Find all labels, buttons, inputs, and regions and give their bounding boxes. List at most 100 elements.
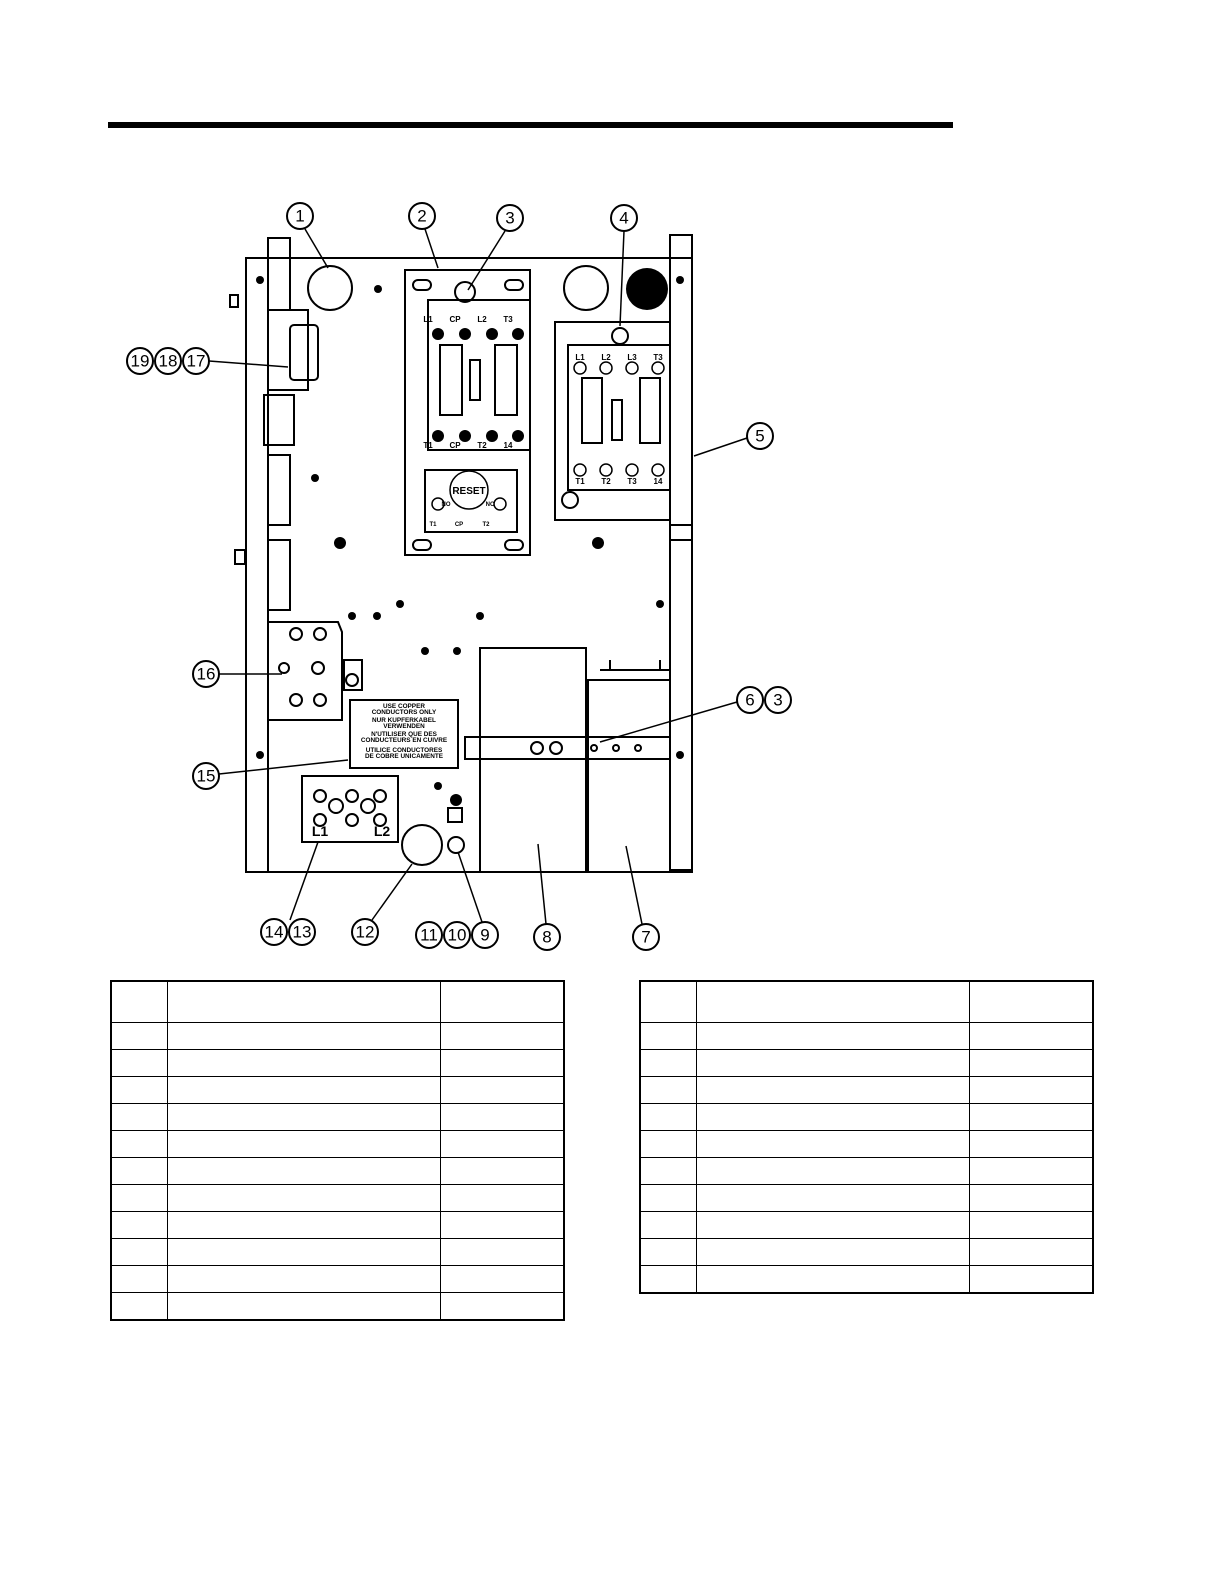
warn-1: CONDUCTORS ONLY (372, 709, 437, 716)
table-cell (695, 1238, 971, 1266)
table-cell (639, 1076, 697, 1104)
table-cell (440, 1130, 565, 1158)
cl-bot-2: T2 (477, 441, 487, 450)
table-cell (969, 1022, 1094, 1050)
switch-body (267, 309, 309, 391)
cl-top-1: CP (449, 315, 461, 324)
cl-bot-3: 14 (504, 441, 513, 450)
table-cell (110, 1184, 168, 1212)
parts-table-right (639, 980, 1094, 1294)
table-cell (166, 1022, 442, 1050)
callout-13-label: 13 (293, 923, 312, 942)
warning-label-plate (349, 699, 459, 769)
ol-bot-0: T1 (429, 522, 437, 528)
table-row (639, 1130, 1094, 1158)
table-cell (110, 1130, 168, 1158)
knockout-hole-left (307, 265, 353, 311)
ol-left: NO (442, 502, 451, 508)
reset-label: RESET (452, 486, 485, 497)
table-cell (639, 1238, 697, 1266)
table-cell (440, 1049, 565, 1077)
table-cell (110, 1157, 168, 1185)
table-cell (639, 1265, 697, 1294)
contactor-left-plate (404, 269, 531, 556)
table-cell (166, 1211, 442, 1239)
callout-8-label: 8 (542, 928, 551, 947)
table-row (110, 1238, 565, 1266)
ground-lug (401, 824, 443, 866)
table-cell (110, 1211, 168, 1239)
table-row (110, 1103, 565, 1131)
cl-bot-0: T1 (423, 441, 433, 450)
table-cell (440, 1265, 565, 1293)
header-rule (108, 122, 953, 128)
warn-5: CONDUCTEURS EN CUIVRE (361, 737, 448, 744)
table-cell (110, 1076, 168, 1104)
warning-text: USE COPPER CONDUCTORS ONLY NUR KUPFERKAB… (361, 703, 448, 760)
table-cell (695, 1130, 971, 1158)
table-cell (969, 1130, 1094, 1158)
cr-bot-3: 14 (654, 477, 663, 486)
table-cell (695, 1076, 971, 1104)
table-cell (166, 1130, 442, 1158)
table-cell (695, 1211, 971, 1239)
table-row (639, 980, 1094, 1023)
cr-top-1: L2 (601, 353, 611, 362)
table-cell (166, 1157, 442, 1185)
knockout-hole-right (563, 265, 609, 311)
callout-16-label: 16 (197, 665, 216, 684)
table-row (639, 1265, 1094, 1294)
overload-relay (424, 469, 518, 533)
table-cell (166, 1049, 442, 1077)
capacitor (587, 679, 671, 873)
enclosure-outline (245, 257, 693, 873)
callout-4-label: 4 (619, 209, 628, 228)
warn-4: N'UTILISER QUE DES (371, 731, 438, 738)
control-panel-diagram: 1 2 3 4 5 6 3 7 8 11 10 9 12 14 13 15 16… (126, 202, 792, 951)
callout-14-label: 14 (265, 923, 284, 942)
table-row (639, 1049, 1094, 1077)
warn-6: UTILICE CONDUCTORES (366, 747, 443, 754)
table-row (639, 1238, 1094, 1266)
cl-top-0: L1 (423, 315, 433, 324)
table-cell (440, 1103, 565, 1131)
table-cell (969, 1103, 1094, 1131)
table-row (110, 1265, 565, 1293)
callout-2-label: 2 (417, 207, 426, 226)
table-row (110, 1130, 565, 1158)
table-row (110, 1022, 565, 1050)
cr-bot-1: T2 (601, 477, 611, 486)
ol-right: NC (486, 502, 495, 508)
table-cell (695, 1265, 971, 1294)
terminal-block (301, 775, 399, 843)
callout-17-label: 17 (187, 352, 206, 371)
table-row (110, 1076, 565, 1104)
table-cell (166, 1103, 442, 1131)
table-cell (440, 1157, 565, 1185)
table-cell (695, 1049, 971, 1077)
table-cell (440, 1076, 565, 1104)
table-cell (639, 1130, 697, 1158)
fuse-holder (263, 394, 295, 446)
callout-5-label: 5 (755, 427, 764, 446)
table-cell (440, 1211, 565, 1239)
table-cell (695, 1184, 971, 1212)
table-cell (166, 980, 442, 1023)
callout-9-label: 9 (480, 926, 489, 945)
callout-6-label: 6 (745, 691, 754, 710)
callout-3-label: 3 (505, 209, 514, 228)
parts-table-left (110, 980, 565, 1321)
reset-button (449, 470, 489, 510)
warn-3: VERWENDEN (383, 723, 425, 730)
callout-12-label: 12 (356, 923, 375, 942)
table-cell (440, 1184, 565, 1212)
table-cell (969, 1184, 1094, 1212)
cr-bot-2: T3 (627, 477, 637, 486)
table-cell (110, 1103, 168, 1131)
table-cell (639, 1049, 697, 1077)
table-row (110, 1049, 565, 1077)
callout-10-label: 10 (448, 926, 467, 945)
warn-0: USE COPPER (383, 703, 425, 710)
table-cell (639, 1184, 697, 1212)
table-cell (695, 1022, 971, 1050)
